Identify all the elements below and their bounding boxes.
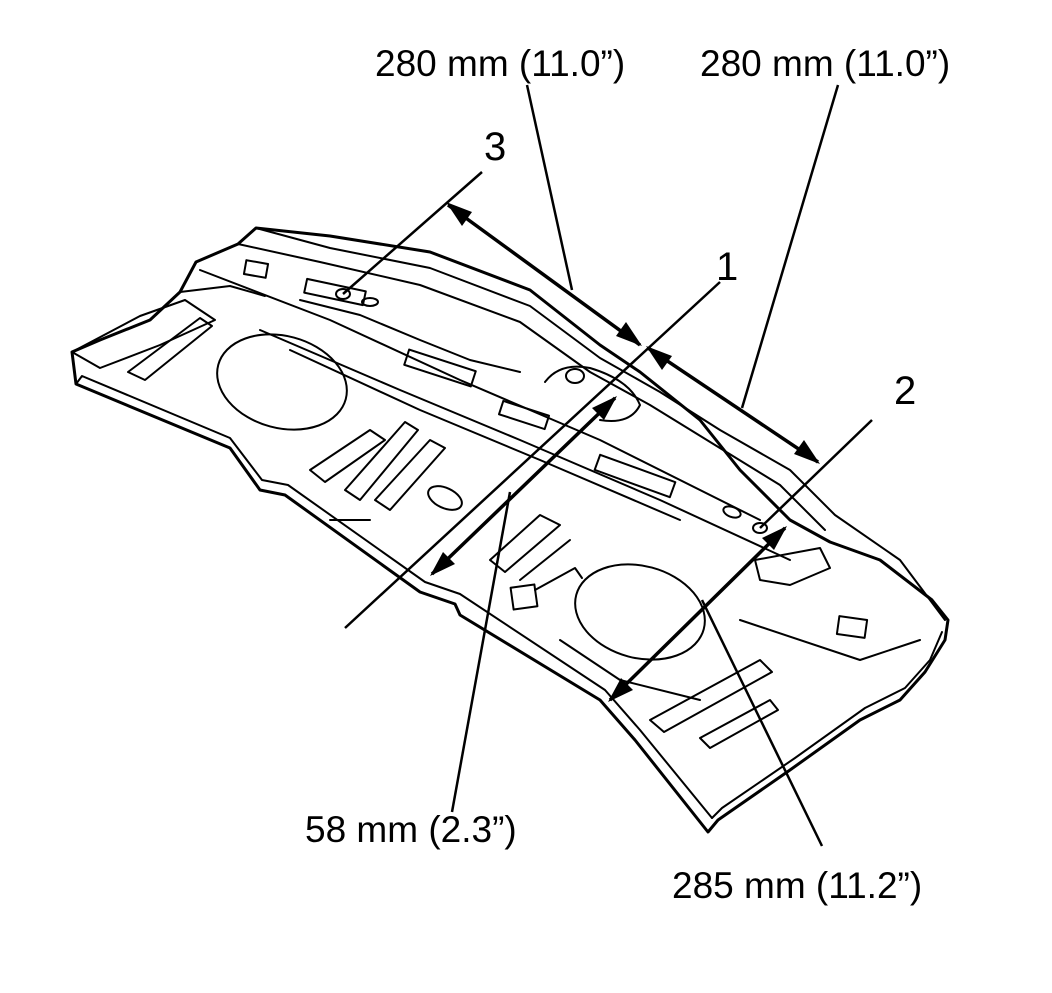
arrow-head	[794, 440, 820, 464]
arrow-head	[762, 526, 787, 550]
callout-3: 3	[484, 125, 506, 169]
leader-left-280	[525, 84, 574, 291]
leader-right-280	[740, 84, 840, 409]
leader-callout-3	[342, 171, 483, 295]
dim-line-285	[608, 526, 787, 702]
leader-callout-2	[759, 419, 873, 529]
callout-2: 2	[894, 369, 916, 413]
rear-shelf-panel	[70, 226, 950, 834]
dimension-label-58: 58 mm (2.3”)	[305, 809, 517, 850]
dimension-label-left-280: 280 mm (11.0”)	[375, 43, 625, 84]
leader-58	[450, 491, 512, 813]
dimension-lines	[342, 84, 873, 847]
leader-callout-1	[344, 281, 721, 629]
arrow-head	[616, 322, 642, 346]
dim-line-right-280	[647, 346, 819, 464]
dim-line-58	[430, 396, 617, 576]
callout-1: 1	[716, 245, 738, 289]
labels: 280 mm (11.0”) 280 mm (11.0”) 58 mm (2.3…	[305, 43, 950, 906]
dim-line-left-280	[446, 203, 642, 347]
arrow-head	[592, 396, 617, 420]
leader-285	[700, 599, 824, 847]
arrow-head	[646, 346, 672, 370]
arrow-head	[446, 202, 472, 226]
dimension-label-285: 285 mm (11.2”)	[672, 865, 922, 906]
arrow-head	[608, 678, 633, 702]
arrow-head	[430, 552, 455, 576]
dimension-label-right-280: 280 mm (11.0”)	[700, 43, 950, 84]
